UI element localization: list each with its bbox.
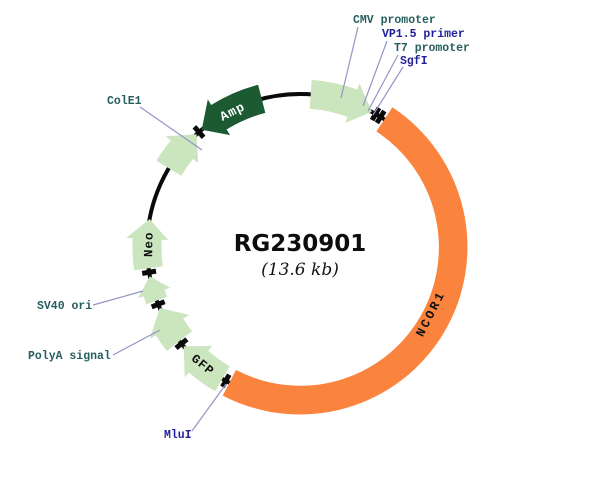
feature-cmv-promoter-arrow xyxy=(309,79,372,123)
arc-label-neo: Neo xyxy=(142,231,156,257)
tick-polya-sv40 xyxy=(150,299,166,310)
label-t7-promoter: T7 promoter xyxy=(394,42,470,55)
tick-sgfi xyxy=(374,109,387,125)
tick-sv40-neo xyxy=(141,268,157,276)
tick-gfp-polya xyxy=(174,337,189,351)
label-polya-signal: PolyA signal xyxy=(28,350,111,363)
leader-cole1 xyxy=(139,106,203,151)
leader-vp15 xyxy=(362,40,388,107)
label-vp15-primer: VP1.5 primer xyxy=(382,28,465,41)
label-sgfi-site: SgfI xyxy=(400,55,428,68)
leader-mlui xyxy=(191,383,227,432)
leader-t7 xyxy=(367,54,399,112)
label-cmv-promoter: CMV promoter xyxy=(353,14,436,27)
feature-ncor1-arc xyxy=(222,107,468,415)
leader-polya xyxy=(112,329,161,356)
feature-neo-arrow xyxy=(126,219,169,271)
feature-cole1-arrow xyxy=(156,134,199,176)
leader-cmv xyxy=(340,26,359,99)
plasmid-title: RG230901 xyxy=(234,231,367,257)
feature-gfp-arrow xyxy=(183,345,230,392)
tick-vp15 xyxy=(369,106,382,122)
leader-sv40 xyxy=(92,290,144,306)
label-sv40-ori: SV40 ori xyxy=(37,300,92,313)
feature-amp-arrow xyxy=(201,84,266,136)
label-cole1: ColE1 xyxy=(107,95,142,108)
feature-sv40-ori-arrow xyxy=(137,276,171,305)
tick-mlui xyxy=(220,373,232,389)
tick-cole1-amp xyxy=(192,125,206,139)
label-mlui-site: MluI xyxy=(164,429,192,442)
plasmid-size: (13.6 kb) xyxy=(261,260,339,280)
feature-polya-signal-arrow xyxy=(149,308,192,351)
leader-sgfi xyxy=(372,66,404,116)
